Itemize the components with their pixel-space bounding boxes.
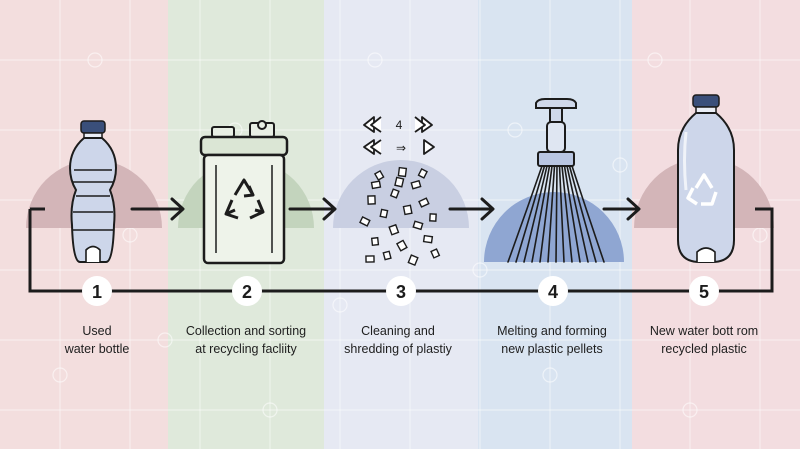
step-label-line-2: at recycling facliity <box>195 342 297 356</box>
step-label-line-1: Collection and sorting <box>185 324 307 338</box>
recycling-bin-icon <box>199 120 289 265</box>
step-label-line-2: new plastic pellets <box>501 342 603 356</box>
step-badge-circle <box>82 276 112 306</box>
plastic-flake <box>397 166 408 178</box>
plastic-flake <box>394 176 405 188</box>
plastic-flake <box>410 179 422 190</box>
arrow-1-to-2 <box>130 197 185 221</box>
plastic-flake <box>395 239 408 252</box>
step-badge-2: 2 <box>232 276 262 306</box>
step-label-line-1: Cleaning and <box>361 324 435 338</box>
plastic-flake <box>373 169 385 181</box>
plastic-flake <box>412 220 424 231</box>
step-badge-circle <box>538 276 568 306</box>
step-number: 4 <box>548 282 558 302</box>
plastic-flakes <box>359 166 441 267</box>
step-badge-3: 3 <box>386 276 416 306</box>
step-label-1: Used water bottle <box>12 322 182 358</box>
used-bottle-icon <box>68 120 118 263</box>
plastic-flake <box>370 236 380 247</box>
step-label-line-2: recycled plastic <box>661 342 747 356</box>
shredding-icon: 4 ⇒ <box>359 116 441 267</box>
step-label-5: New water bott rom recycled plastic <box>619 322 789 358</box>
step-label-line-1: Melting and forming <box>497 324 607 338</box>
process-loop-line <box>28 207 774 293</box>
step-label-line-2: water bottle <box>64 342 130 356</box>
plastic-flake <box>388 223 400 236</box>
arrow-2-to-3 <box>288 197 337 221</box>
plastic-flake <box>359 216 371 227</box>
plastic-flake <box>430 248 441 259</box>
dome-step-4 <box>484 192 624 262</box>
plastic-flake <box>389 188 400 199</box>
melting-icon <box>507 98 605 263</box>
step-label-3: Cleaning and shredding of plastiy <box>313 322 483 358</box>
shred-glyph-top: 4 <box>396 118 403 132</box>
step-number: 2 <box>242 282 252 302</box>
plastic-flake <box>422 234 434 244</box>
new-bottle-icon <box>677 94 735 263</box>
step-badge-1: 1 <box>82 276 112 306</box>
step-label-4: Melting and forming new plastic pellets <box>467 322 637 358</box>
step-badge-circle <box>689 276 719 306</box>
arrow-4-to-5 <box>602 197 641 221</box>
step-number: 1 <box>92 282 102 302</box>
plastic-flake <box>418 197 430 208</box>
step-label-line-2: shredding of plastiy <box>344 342 452 356</box>
plastic-flake <box>365 255 375 263</box>
step-number: 5 <box>699 282 709 302</box>
step-label-line-1: New water bott rom <box>649 324 759 338</box>
plastic-flake <box>379 208 389 219</box>
plastic-flake <box>367 195 376 205</box>
plastic-flake <box>417 168 428 179</box>
plastic-flake <box>382 250 392 261</box>
arrow-3-to-4 <box>448 197 495 221</box>
step-badge-circle <box>386 276 416 306</box>
step-label-line-1: Used <box>82 324 112 338</box>
step-badge-circle <box>232 276 262 306</box>
step-label-2: Collection and sorting at recycling facli… <box>161 322 331 358</box>
plastic-flake <box>370 180 382 190</box>
step-badge-4: 4 <box>538 276 568 306</box>
plastic-flake <box>402 204 413 216</box>
step-number: 3 <box>396 282 406 302</box>
dome-step-3 <box>333 160 469 228</box>
shred-glyph-middle: ⇒ <box>396 141 406 155</box>
step-badge-5: 5 <box>689 276 719 306</box>
plastic-flake <box>429 213 437 222</box>
plastic-flake <box>407 254 419 267</box>
